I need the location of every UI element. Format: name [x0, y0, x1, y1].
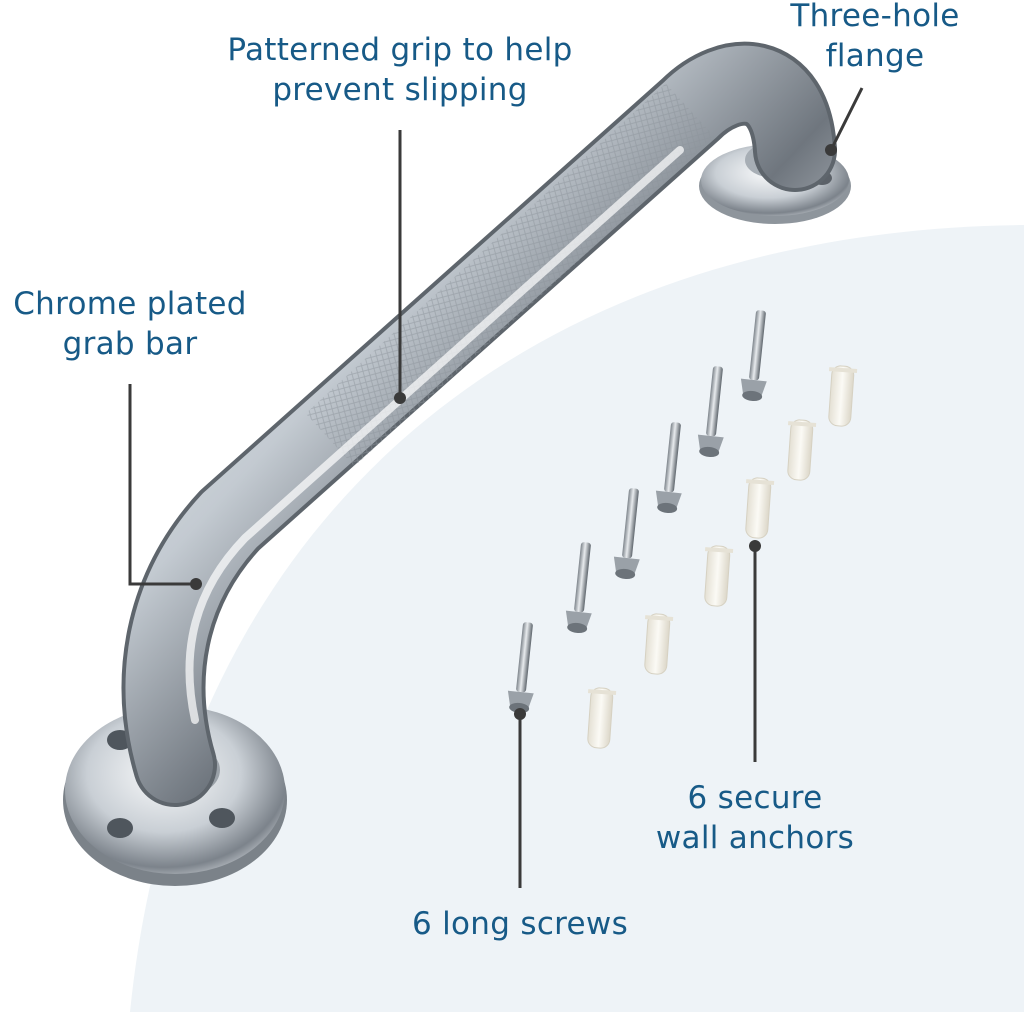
callout-long-screws: 6 long screws [390, 904, 650, 944]
screw [565, 542, 592, 634]
callout-wall-anchors: 6 secure wall anchors [640, 778, 870, 858]
knurled-grip [305, 83, 715, 467]
callout-chrome-grab-bar: Chrome plated grab bar [0, 284, 260, 364]
callout-line: 6 secure [687, 780, 823, 816]
wall-anchor [745, 477, 775, 539]
grab-bar [121, 41, 837, 807]
screws [507, 310, 767, 714]
wall-anchor [644, 613, 674, 675]
callout-line: Patterned grip to help [227, 32, 573, 68]
flange-hole [107, 818, 133, 838]
leader-lines [128, 87, 864, 888]
wall-anchors [587, 365, 858, 749]
leader-screws [514, 708, 526, 888]
callout-line: wall anchors [655, 820, 855, 856]
callout-line: Chrome plated [13, 286, 247, 322]
callout-line: grab bar [62, 326, 198, 362]
screw [655, 422, 682, 514]
wall-anchor [787, 419, 817, 481]
leader-flange [825, 87, 864, 156]
wall-anchor [704, 545, 734, 607]
callout-line: 6 long screws [411, 906, 629, 942]
screw [740, 310, 767, 402]
screw [697, 366, 724, 458]
leader-grip [394, 130, 406, 404]
callout-three-hole-flange: Three-hole flange [775, 0, 975, 76]
leader-anchors [749, 540, 761, 762]
leader-chrome [128, 384, 202, 590]
wall-anchor [587, 687, 617, 749]
screw [613, 488, 640, 580]
callout-line: prevent slipping [272, 72, 528, 108]
callout-line: flange [825, 38, 925, 74]
flange-hole [209, 808, 235, 828]
callout-patterned-grip: Patterned grip to help prevent slipping [200, 30, 600, 110]
callout-line: Three-hole [790, 0, 960, 34]
wall-anchor [828, 365, 858, 427]
